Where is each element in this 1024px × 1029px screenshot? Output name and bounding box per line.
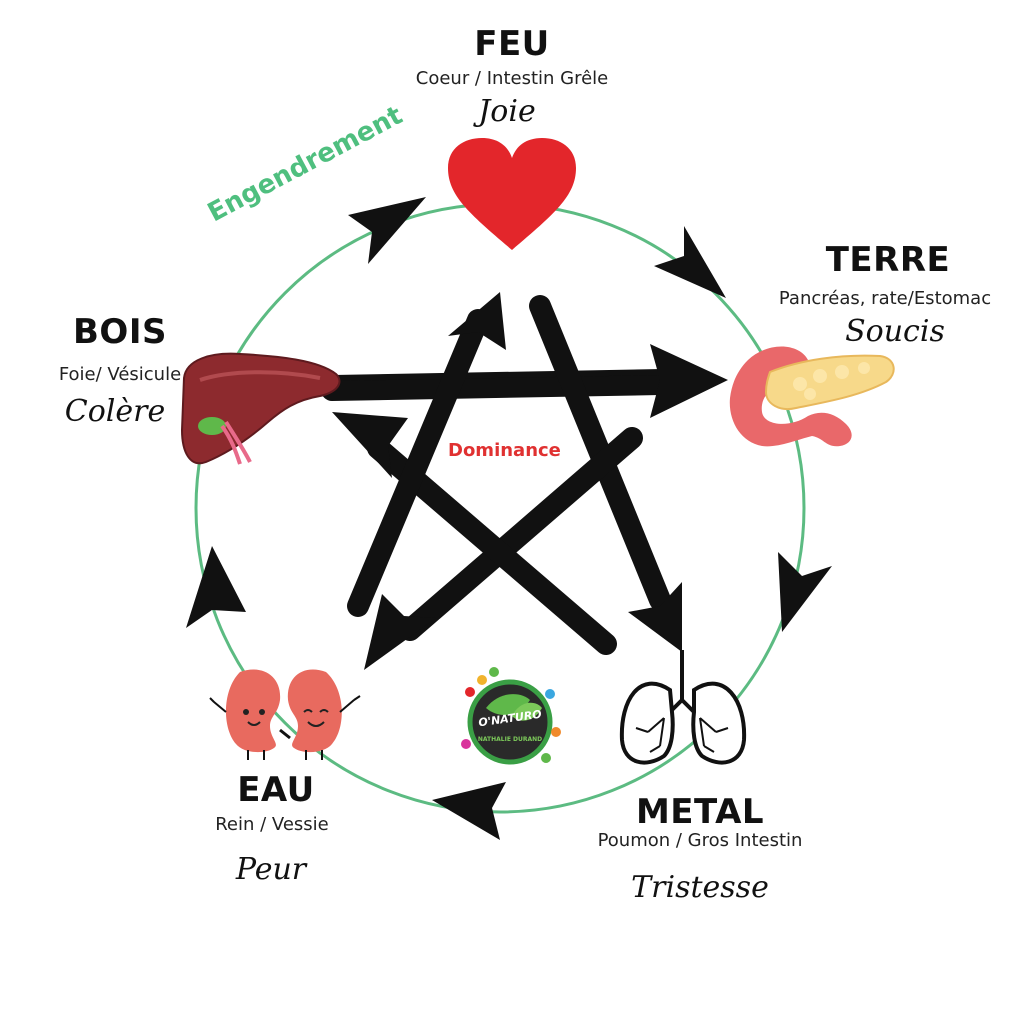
bois-organs: Foie/ Vésicule <box>58 364 182 385</box>
kidneys-icon <box>209 669 361 760</box>
cycle-arrow-metal-eau <box>432 782 506 840</box>
bois-emotion: Colère <box>64 394 166 429</box>
dominance-line-bois-terre-b <box>331 369 665 381</box>
dominance-head-metal <box>628 582 682 652</box>
lungs-icon <box>619 650 747 765</box>
pancreas-icon <box>729 346 895 447</box>
leaf-logo-icon <box>461 667 561 765</box>
cycle-arrow-terre-metal <box>778 552 832 632</box>
feu-organs: Coeur / Intestin Grêle <box>415 68 609 89</box>
dominance-label: Dominance <box>448 440 561 461</box>
heart-icon <box>448 138 576 250</box>
dominance-head-eau <box>364 594 436 670</box>
dominance-arrowheads <box>332 292 728 670</box>
bois-title: BOIS <box>73 312 167 352</box>
metal-organs: Poumon / Gros Intestin <box>597 830 803 851</box>
feu-emotion: Joie <box>478 94 536 129</box>
cycle-arrow-bois-feu <box>348 197 426 264</box>
metal-title: METAL <box>635 792 765 832</box>
terre-organs: Pancréas, rate/Estomac <box>778 288 992 309</box>
cycle-arrow-eau-bois <box>186 546 246 628</box>
eau-emotion: Peur <box>235 852 307 887</box>
cycle-arrow-feu-terre <box>654 226 726 298</box>
dominance-line-terre-eau <box>399 427 643 641</box>
terre-emotion: Soucis <box>845 314 945 349</box>
dominance-head-feu <box>448 292 506 350</box>
dominance-head-terre <box>650 344 728 418</box>
liver-icon <box>180 352 341 465</box>
metal-emotion: Tristesse <box>631 870 769 905</box>
dominance-line-bois-terre <box>321 373 671 401</box>
eau-title: EAU <box>237 770 315 810</box>
eau-organs: Rein / Vessie <box>215 814 329 835</box>
dominance-star <box>321 295 671 655</box>
dominance-line-eau-feu <box>347 309 489 617</box>
dominance-head-bois <box>332 412 408 478</box>
feu-title: FEU <box>474 24 550 64</box>
terre-title: TERRE <box>825 240 951 280</box>
logo-subtitle: NATHALIE DURAND <box>477 736 543 743</box>
